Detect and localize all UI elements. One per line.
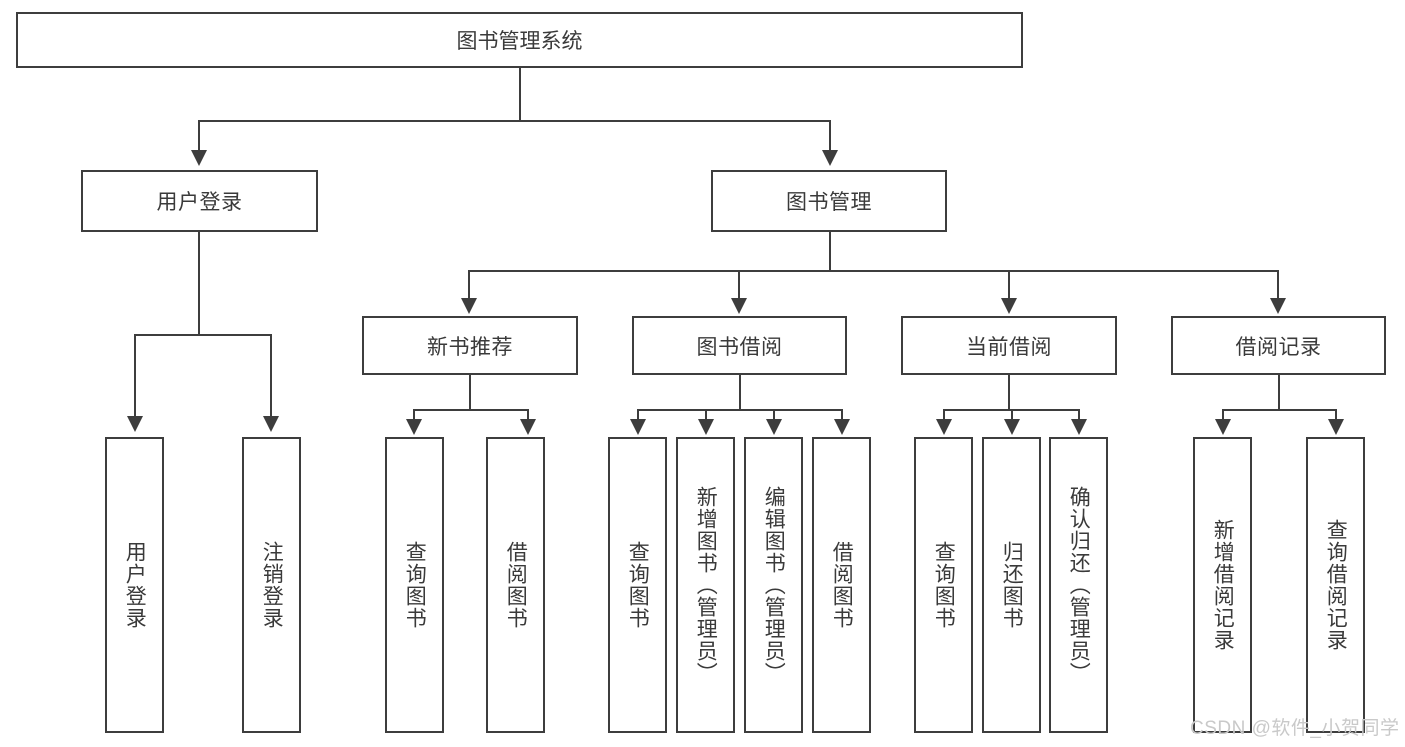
connector-to-book-mgmt — [829, 120, 831, 152]
connector-to-borrow-record — [1277, 270, 1279, 300]
leaf-query-borrow-record[interactable]: 查询借阅记录 — [1306, 437, 1365, 733]
leaf-confirm-return-admin[interactable]: 确认归还（管理员） — [1049, 437, 1108, 733]
connector-new-book-leaf-2 — [527, 409, 529, 421]
leaf-label: 确认归还（管理员） — [1067, 486, 1091, 684]
leaf-label: 新增图书（管理员） — [694, 486, 718, 684]
node-book-borrow[interactable]: 图书借阅 — [632, 316, 847, 375]
connector-borrow-record-stem — [1278, 375, 1280, 411]
connector-current-borrow-leaf-2 — [1011, 409, 1013, 421]
leaf-label: 编辑图书（管理员） — [762, 486, 786, 684]
leaf-logout-login[interactable]: 注销登录 — [242, 437, 301, 733]
leaf-label: 借阅图书 — [504, 541, 528, 629]
connector-to-current-borrow — [1008, 270, 1010, 300]
node-label: 新书推荐 — [427, 335, 513, 359]
arrow-book-borrow-leaf-3 — [766, 419, 782, 435]
connector-book-borrow-leaf-4 — [841, 409, 843, 421]
connector-borrow-record-bus — [1222, 409, 1337, 411]
connector-current-borrow-stem — [1008, 375, 1010, 411]
arrow-to-book-borrow — [731, 298, 747, 314]
node-book-management[interactable]: 图书管理 — [711, 170, 947, 232]
leaf-label: 归还图书 — [1000, 541, 1024, 629]
leaf-borrow-book-recommend[interactable]: 借阅图书 — [486, 437, 545, 733]
connector-user-login-leaf-2 — [270, 334, 272, 418]
leaf-query-book-borrow[interactable]: 查询图书 — [608, 437, 667, 733]
connector-book-borrow-stem — [739, 375, 741, 411]
arrow-book-borrow-leaf-4 — [834, 419, 850, 435]
connector-new-book-bus — [413, 409, 529, 411]
connector-borrow-record-leaf-1 — [1222, 409, 1224, 421]
node-label: 图书管理 — [786, 191, 872, 214]
leaf-add-borrow-record[interactable]: 新增借阅记录 — [1193, 437, 1252, 733]
connector-current-borrow-leaf-1 — [943, 409, 945, 421]
arrow-borrow-record-leaf-1 — [1215, 419, 1231, 435]
node-root-system[interactable]: 图书管理系统 — [16, 12, 1023, 68]
leaf-label: 查询图书 — [626, 541, 650, 629]
connector-to-new-book — [468, 270, 470, 300]
arrow-book-borrow-leaf-1 — [630, 419, 646, 435]
leaf-label: 借阅图书 — [830, 541, 854, 629]
node-label: 图书借阅 — [696, 335, 783, 359]
leaf-label: 查询图书 — [403, 541, 427, 629]
connector-to-book-borrow — [738, 270, 740, 300]
arrow-to-book-mgmt — [822, 150, 838, 166]
leaf-label: 新增借阅记录 — [1211, 519, 1235, 651]
connector-book-borrow-leaf-2 — [705, 409, 707, 421]
connector-level3-bus — [468, 270, 1279, 272]
arrow-borrow-record-leaf-2 — [1328, 419, 1344, 435]
node-label: 图书管理系统 — [456, 30, 583, 53]
connector-user-login-leaf-1 — [134, 334, 136, 418]
arrow-current-borrow-leaf-1 — [936, 419, 952, 435]
node-current-borrow[interactable]: 当前借阅 — [901, 316, 1117, 375]
connector-book-borrow-leaf-1 — [637, 409, 639, 421]
leaf-user-login[interactable]: 用户登录 — [105, 437, 164, 733]
arrow-new-book-leaf-1 — [406, 419, 422, 435]
arrow-current-borrow-leaf-3 — [1071, 419, 1087, 435]
connector-to-user-login — [198, 120, 200, 152]
arrow-user-login-leaf-1 — [127, 416, 143, 432]
leaf-add-book-admin[interactable]: 新增图书（管理员） — [676, 437, 735, 733]
arrow-to-user-login — [191, 150, 207, 166]
arrow-user-login-leaf-2 — [263, 416, 279, 432]
connector-current-borrow-leaf-3 — [1078, 409, 1080, 421]
leaf-return-book[interactable]: 归还图书 — [982, 437, 1041, 733]
arrow-to-current-borrow — [1001, 298, 1017, 314]
arrow-current-borrow-leaf-2 — [1004, 419, 1020, 435]
connector-book-borrow-leaf-3 — [773, 409, 775, 421]
node-borrow-record[interactable]: 借阅记录 — [1171, 316, 1386, 375]
connector-new-book-leaf-1 — [413, 409, 415, 421]
node-new-book-recommend[interactable]: 新书推荐 — [362, 316, 578, 375]
leaf-label: 查询借阅记录 — [1324, 519, 1348, 651]
leaf-label: 查询图书 — [932, 541, 956, 629]
connector-user-login-bus — [134, 334, 271, 336]
connector-book-mgmt-stem — [829, 232, 831, 272]
leaf-query-book-current[interactable]: 查询图书 — [914, 437, 973, 733]
node-label: 借阅记录 — [1235, 335, 1322, 359]
arrow-to-new-book — [461, 298, 477, 314]
leaf-query-book-recommend[interactable]: 查询图书 — [385, 437, 444, 733]
node-label: 用户登录 — [156, 191, 243, 214]
arrow-new-book-leaf-2 — [520, 419, 536, 435]
connector-user-login-stem — [198, 232, 200, 336]
arrow-book-borrow-leaf-2 — [698, 419, 714, 435]
watermark-credit: CSDN @软件_小贺同学 — [1190, 718, 1400, 739]
connector-book-borrow-bus — [637, 409, 843, 411]
connector-root-stem — [519, 68, 521, 122]
connector-root-bus — [198, 120, 831, 122]
leaf-borrow-book[interactable]: 借阅图书 — [812, 437, 871, 733]
connector-new-book-stem — [469, 375, 471, 411]
connector-borrow-record-leaf-2 — [1335, 409, 1337, 421]
leaf-edit-book-admin[interactable]: 编辑图书（管理员） — [744, 437, 803, 733]
leaf-label: 用户登录 — [123, 541, 147, 629]
arrow-to-borrow-record — [1270, 298, 1286, 314]
leaf-label: 注销登录 — [260, 541, 284, 629]
node-user-login[interactable]: 用户登录 — [81, 170, 318, 232]
node-label: 当前借阅 — [966, 335, 1052, 359]
